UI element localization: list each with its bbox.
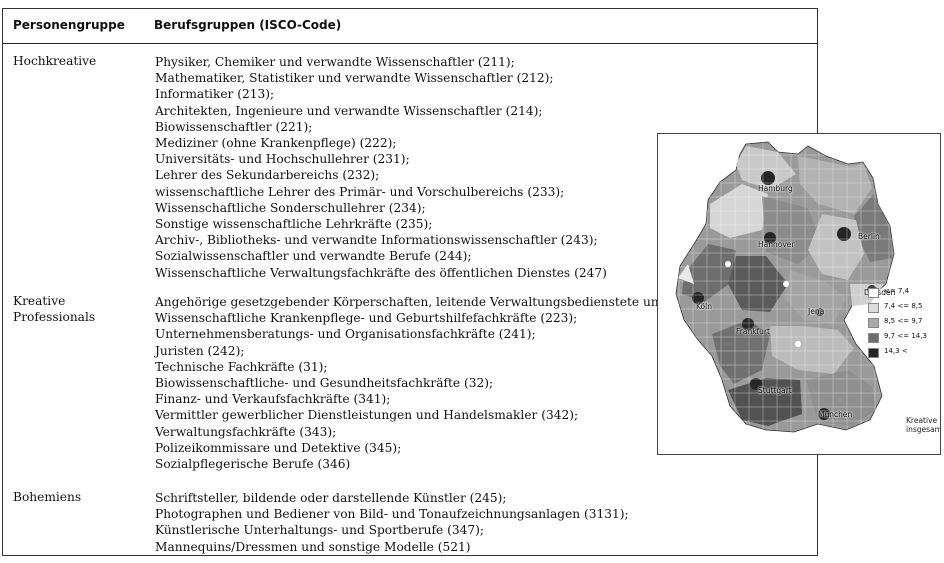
city-label: Jena <box>808 307 825 316</box>
occupation-item: Biowissenschaftler (221); <box>155 119 313 134</box>
group-label-bohemiens: Bohemiens <box>13 489 81 505</box>
city-label: Frankfurt <box>736 327 770 336</box>
map-caption-line: insgesamt <box>906 425 941 434</box>
legend-label: 8,5 <= 9,7 <box>884 317 923 325</box>
group-label-line: Kreative <box>13 294 66 308</box>
occupation-item: Schriftsteller, bildende oder darstellen… <box>155 491 507 505</box>
occupation-item: wissenschaftliche Lehrer des Primär- und… <box>155 184 565 199</box>
occupation-item: Künstlerische Unterhaltungs- und Sportbe… <box>155 523 485 538</box>
group-items-kreative-professionals: Angehörige gesetzgebender Körperschaften… <box>155 294 680 472</box>
city-label: Köln <box>696 302 712 311</box>
legend-swatch <box>868 348 879 358</box>
table-header: Personengruppe Berufsgruppen (ISCO-Code) <box>3 9 817 44</box>
city-label: Hamburg <box>758 184 793 193</box>
occupation-item: Verwaltungsfachkräfte (343); <box>155 424 337 439</box>
legend-label: <= 7,4 <box>884 287 910 295</box>
occupation-item: Mediziner (ohne Krankenpflege) (222); <box>155 136 397 151</box>
occupation-item: Archiv-, Bibliotheks- und verwandte Info… <box>155 233 598 248</box>
occupation-item: Wissenschaftliche Verwaltungsfachkräfte … <box>155 265 607 280</box>
occupation-item: Juristen (242); <box>155 343 245 358</box>
map-caption: Kreative Klasse insgesamt <box>906 416 941 434</box>
occupation-item: Photographen und Bediener von Bild- und … <box>155 507 629 522</box>
legend-label: 7,4 <= 8,5 <box>884 302 923 310</box>
group-label-line: Hochkreative <box>13 54 97 68</box>
occupation-item: Wissenschaftliche Krankenpflege- und Geb… <box>155 311 578 326</box>
occupation-item: Angehörige gesetzgebender Körperschaften… <box>155 295 681 309</box>
occupation-item: Architekten, Ingenieure und verwandte Wi… <box>155 103 543 118</box>
map-caption-line: Kreative Klasse <box>906 416 940 425</box>
group-label-kreative-professionals: Kreative Professionals <box>13 293 95 325</box>
germany-choropleth-map: Hamburg Hannover Berlin Dresden Köln Jen… <box>657 133 941 455</box>
legend-swatch <box>868 333 879 343</box>
legend-swatch <box>868 288 879 298</box>
header-personengruppe: Personengruppe <box>13 18 125 32</box>
occupation-item: Informatiker (213); <box>155 87 275 102</box>
occupation-item: Mathematiker, Statistiker und verwandte … <box>155 71 554 86</box>
group-label-line: Bohemiens <box>13 490 82 504</box>
occupation-item: Universitäts- und Hochschullehrer (231); <box>155 152 410 167</box>
occupation-item: Vermittler gewerblicher Dienstleistungen… <box>155 408 579 423</box>
occupation-item: Biowissenschaftliche- und Gesundheitsfac… <box>155 376 494 391</box>
occupation-table: Personengruppe Berufsgruppen (ISCO-Code)… <box>2 8 818 556</box>
city-label: München <box>818 410 853 419</box>
group-items-bohemiens: Schriftsteller, bildende oder darstellen… <box>155 490 629 555</box>
legend-swatch <box>868 303 879 313</box>
occupation-item: Finanz- und Verkaufsfachkräfte (341); <box>155 392 391 407</box>
map-graphic <box>675 141 895 433</box>
header-berufsgruppen: Berufsgruppen (ISCO-Code) <box>154 18 342 32</box>
district-lines <box>676 142 894 432</box>
city-label: Stuttgart <box>758 386 792 395</box>
legend-label: 9,7 <= 14,3 <box>884 332 927 340</box>
group-items-hochkreative: Physiker, Chemiker und verwandte Wissens… <box>155 54 607 281</box>
city-label: Hannover <box>758 240 795 249</box>
group-label-hochkreative: Hochkreative <box>13 53 96 69</box>
legend-swatch <box>868 318 879 328</box>
legend-label: 14,3 < <box>884 347 908 355</box>
group-label-line: Professionals <box>13 310 96 325</box>
occupation-item: Polizeikommissare und Detektive (345); <box>155 440 402 455</box>
occupation-item: Sonstige wissenschaftliche Lehrkräfte (2… <box>155 217 433 232</box>
occupation-item: Technische Fachkräfte (31); <box>155 359 328 374</box>
occupation-item: Mannequins/Dressmen und sonstige Modelle… <box>155 539 471 554</box>
city-label: Berlin <box>858 232 880 241</box>
city-label: Dresden <box>864 288 896 297</box>
occupation-item: Unternehmensberatungs- und Organisations… <box>155 327 536 342</box>
occupation-item: Lehrer des Sekundarbereichs (232); <box>155 168 380 183</box>
occupation-item: Physiker, Chemiker und verwandte Wissens… <box>155 55 515 69</box>
occupation-item: Sozialwissenschaftler und verwandte Beru… <box>155 249 472 264</box>
occupation-item: Sozialpflegerische Berufe (346) <box>155 457 351 472</box>
occupation-item: Wissenschaftliche Sonderschullehrer (234… <box>155 200 426 215</box>
